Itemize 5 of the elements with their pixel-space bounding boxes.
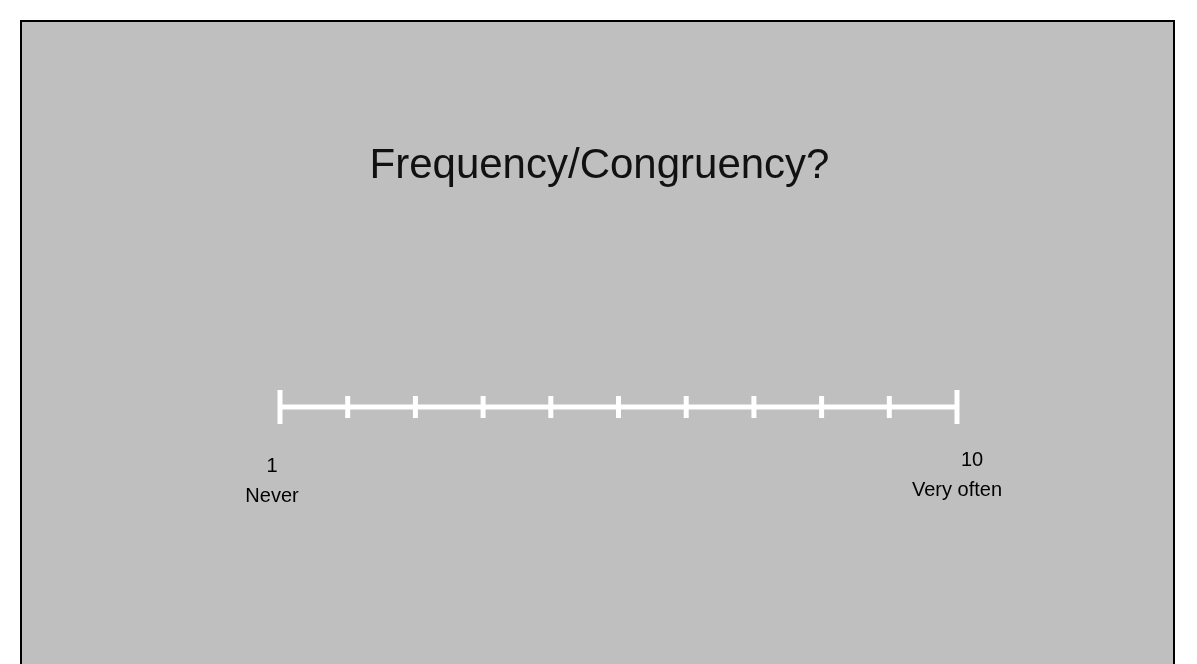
scale-anchor-label: Never — [245, 484, 299, 507]
scale-number: 10 — [960, 448, 984, 471]
slide-title: Frequency/Congruency? — [368, 140, 831, 188]
scale-number: 1 — [266, 454, 278, 477]
scale-anchor-label: Very often — [911, 478, 1003, 501]
